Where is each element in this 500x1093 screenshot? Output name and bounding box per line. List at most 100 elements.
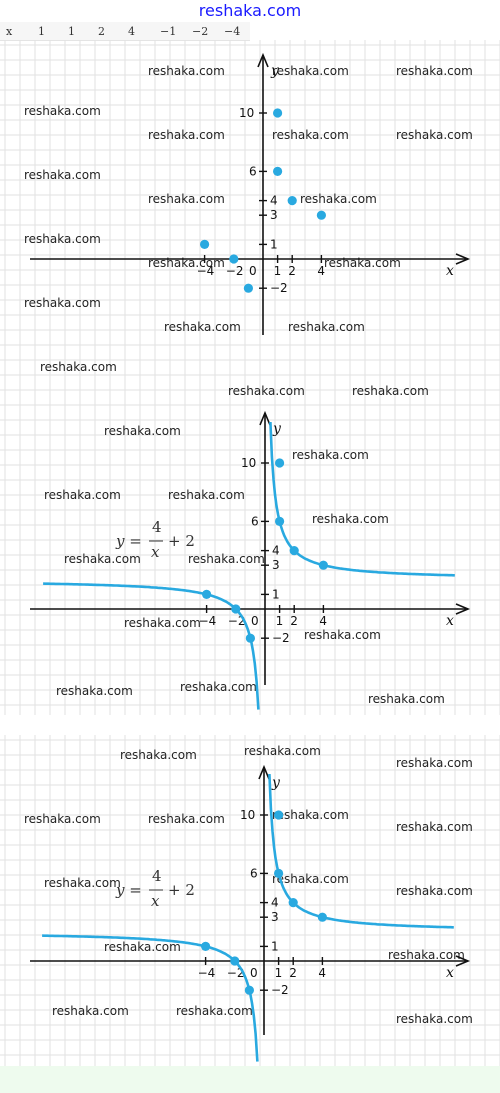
data-point	[243, 283, 253, 293]
y-tick-label: 4	[271, 896, 279, 910]
y-tick-label: −2	[271, 983, 289, 997]
site-header: reshaka.com	[0, 0, 500, 22]
x-tick-label: 1	[275, 966, 283, 980]
formula-denominator: x	[151, 892, 160, 910]
x-axis-label: x	[446, 965, 454, 981]
y-tick-label: 6	[250, 866, 258, 880]
watermark-text: reshaka.com	[52, 1004, 129, 1018]
x-axis-arrow	[455, 955, 471, 967]
table-cell: 1	[38, 25, 45, 38]
data-point	[274, 868, 284, 878]
watermark-text: reshaka.com	[396, 756, 473, 770]
x-axis-arrow	[455, 603, 471, 615]
scatter-chart: reshaka.com reshaka.com reshaka.com reshaka…	[0, 40, 500, 385]
formula-lhs: y =	[115, 532, 142, 550]
y-tick-label: 3	[271, 910, 279, 924]
data-point	[287, 196, 297, 206]
data-point	[245, 633, 255, 643]
watermark-text: reshaka.com	[176, 1004, 253, 1018]
x-tick-label: 2	[289, 966, 297, 980]
watermark-text: reshaka.com	[180, 680, 257, 694]
x-tick-label: −2	[226, 264, 244, 278]
x-tick-label: 1	[274, 264, 282, 278]
watermark-text: reshaka.com	[272, 64, 349, 78]
watermark-text: reshaka.com	[272, 872, 349, 886]
x-tick-label: 0	[250, 966, 258, 980]
data-point	[202, 589, 212, 599]
watermark-text: reshaka.com	[124, 616, 201, 630]
data-point	[201, 941, 211, 951]
chart-panel-graph-2: reshaka.com reshaka.com reshaka.com reshaka…	[0, 735, 500, 1066]
data-point	[273, 166, 283, 176]
watermark-text: reshaka.com	[300, 192, 377, 206]
y-tick-label: 1	[272, 587, 280, 601]
watermark-text: reshaka.com	[288, 320, 365, 334]
data-point	[316, 210, 326, 220]
watermark-text: reshaka.com	[44, 488, 121, 502]
y-axis-arrow	[259, 410, 271, 426]
formula-numerator: 4	[152, 518, 162, 536]
watermark-text: reshaka.com	[396, 128, 473, 142]
line-chart: reshaka.com reshaka.com reshaka.com reshaka…	[0, 735, 500, 1066]
x-tick-label: 2	[290, 614, 298, 628]
y-tick-label: 10	[241, 456, 256, 470]
site-link[interactable]: reshaka.com	[198, 1, 302, 20]
data-point	[230, 956, 240, 966]
watermark-text: reshaka.com	[228, 385, 305, 398]
watermark-text: reshaka.com	[272, 808, 349, 822]
watermark-text: reshaka.com	[24, 296, 101, 310]
watermark-text: reshaka.com	[244, 744, 321, 758]
watermark-text: reshaka.com	[312, 512, 389, 526]
x-tick-label: 2	[288, 264, 296, 278]
data-point	[244, 985, 254, 995]
watermark-text: reshaka.com	[164, 320, 241, 334]
formula-denominator: x	[151, 543, 160, 561]
x-tick-label: 0	[251, 614, 259, 628]
curve-left-branch	[42, 934, 259, 1062]
x-tick-label: 4	[319, 614, 327, 628]
watermark-text: reshaka.com	[188, 552, 265, 566]
curve-left-branch	[43, 582, 260, 710]
watermark-text: reshaka.com	[24, 168, 101, 182]
data-point	[289, 546, 299, 556]
values-table-strip: x 1 1 2 4 −1 −2 −4	[0, 22, 250, 41]
x-tick-label: −4	[198, 966, 216, 980]
y-tick-label: −2	[270, 281, 288, 295]
y-tick-label: 3	[272, 558, 280, 572]
data-point	[275, 458, 285, 468]
data-point	[200, 239, 210, 249]
watermark-text: reshaka.com	[40, 360, 117, 374]
table-cell: −2	[192, 25, 209, 38]
x-tick-label: −4	[199, 614, 217, 628]
x-tick-label: 0	[249, 264, 257, 278]
watermark-text: reshaka.com	[168, 488, 245, 502]
table-cell: 2	[98, 25, 105, 38]
y-axis-label: y	[271, 775, 281, 791]
watermark-text: reshaka.com	[64, 552, 141, 566]
formula-constant: + 2	[168, 532, 195, 550]
watermark-text: reshaka.com	[388, 948, 465, 962]
watermark-text: reshaka.com	[292, 448, 369, 462]
watermark-text: reshaka.com	[396, 64, 473, 78]
formula-constant: + 2	[168, 881, 195, 899]
x-axis-label: x	[446, 263, 454, 279]
data-point	[317, 912, 327, 922]
data-point	[288, 898, 298, 908]
watermark-text: reshaka.com	[56, 684, 133, 698]
data-point	[231, 604, 241, 614]
watermark-text: reshaka.com	[352, 385, 429, 398]
table-cell: −1	[160, 25, 177, 38]
y-axis-label: y	[270, 63, 280, 79]
x-axis-arrow	[455, 253, 471, 265]
watermark-text: reshaka.com	[24, 104, 101, 118]
y-axis-arrow	[257, 52, 269, 68]
watermark-text: reshaka.com	[120, 748, 197, 762]
data-point	[274, 810, 284, 820]
watermark-text: reshaka.com	[24, 232, 101, 246]
line-chart: reshaka.com reshaka.com reshaka.com reshaka…	[0, 385, 500, 715]
watermark-text: reshaka.com	[272, 128, 349, 142]
chart-panel-graph: reshaka.com reshaka.com reshaka.com reshaka…	[0, 385, 500, 715]
curve-right-branch	[268, 773, 454, 929]
y-tick-label: −2	[272, 631, 290, 645]
watermark-text: reshaka.com	[148, 64, 225, 78]
